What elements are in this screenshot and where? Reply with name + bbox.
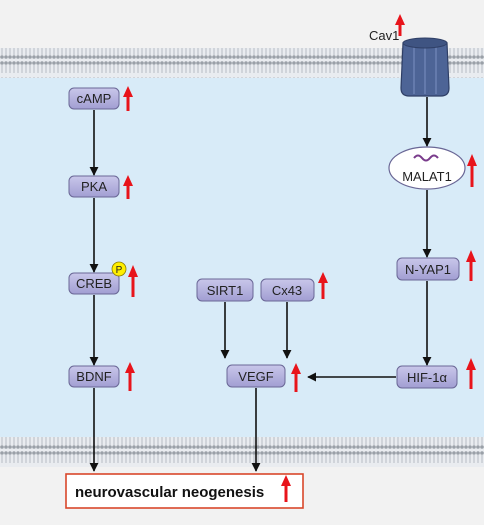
vegf-node bbox=[226, 364, 286, 388]
vegf-up-arrow-icon bbox=[291, 363, 301, 392]
bdnf-up-arrow-icon bbox=[125, 362, 135, 391]
phospho-label: P bbox=[116, 265, 123, 276]
nyap1-label: N-YAP1 bbox=[405, 262, 451, 277]
pka-up-arrow-icon bbox=[123, 175, 133, 199]
camp-label: cAMP bbox=[77, 91, 112, 106]
hif1a-label: HIF-1α bbox=[407, 370, 448, 385]
creb-node bbox=[68, 272, 120, 295]
malat1-label: MALAT1 bbox=[402, 169, 452, 184]
output-box bbox=[65, 473, 304, 509]
cav1-label: Cav1 bbox=[369, 28, 399, 43]
hif1a-up-arrow-icon bbox=[466, 358, 476, 389]
cav1-receptor-icon bbox=[400, 37, 450, 97]
camp-node bbox=[68, 87, 120, 110]
creb-up-arrow-icon bbox=[128, 265, 138, 297]
cx43-node bbox=[260, 278, 315, 302]
creb-label: CREB bbox=[76, 276, 112, 291]
bdnf-node bbox=[68, 365, 120, 388]
cx43-up-arrow-icon bbox=[318, 272, 328, 299]
nyap1-up-arrow-icon bbox=[466, 250, 476, 281]
hif1a-node bbox=[396, 365, 458, 389]
pka-label: PKA bbox=[81, 179, 107, 194]
malat1-up-arrow-icon bbox=[467, 154, 477, 187]
output-label: neurovascular neogenesis bbox=[75, 484, 264, 501]
bottom-membrane bbox=[0, 437, 484, 467]
rna-strand-icon bbox=[413, 154, 439, 162]
bdnf-label: BDNF bbox=[76, 369, 111, 384]
nyap1-node bbox=[396, 257, 460, 281]
cx43-label: Cx43 bbox=[272, 283, 302, 298]
malat1-node bbox=[388, 146, 466, 190]
sirt1-node bbox=[196, 278, 254, 302]
sirt1-label: SIRT1 bbox=[207, 283, 244, 298]
output-up-arrow-icon bbox=[281, 475, 291, 502]
vegf-label: VEGF bbox=[238, 369, 273, 384]
cav1-up-arrow-icon bbox=[395, 14, 405, 36]
pka-node bbox=[68, 175, 120, 198]
pathway-arrows bbox=[89, 97, 432, 472]
camp-up-arrow-icon bbox=[123, 86, 133, 111]
phospho-badge bbox=[111, 261, 127, 277]
